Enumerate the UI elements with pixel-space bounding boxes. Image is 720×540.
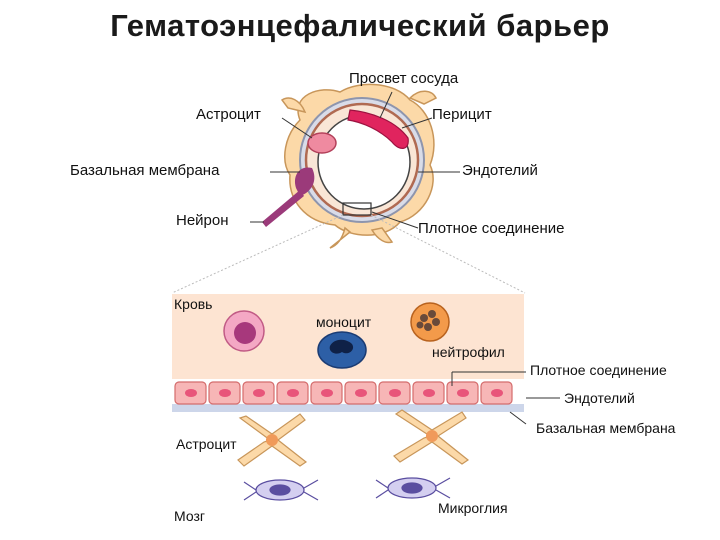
label-endothelium-top: Эндотелий <box>462 162 538 179</box>
label-tight-junction-top: Плотное соединение <box>418 220 565 237</box>
endothelial-cell-nucleus <box>253 389 265 397</box>
neutrophil-cell <box>410 302 450 342</box>
endothelial-cell-nucleus <box>355 389 367 397</box>
label-endothelium-detail: Эндотелий <box>564 390 635 406</box>
astrocyte-cell-right <box>393 409 470 465</box>
endothelial-cell-nucleus <box>287 389 299 397</box>
endothelial-nuclei <box>185 389 503 397</box>
endothelial-cell-nucleus <box>491 389 503 397</box>
tight-junction-box <box>342 202 372 216</box>
label-pericyte: Перицит <box>432 106 492 123</box>
page-title: Гематоэнцефалический барьер <box>110 8 610 43</box>
label-basal-membrane-detail: Базальная мембрана <box>536 420 676 436</box>
astrocyte-cell-left <box>237 413 308 467</box>
microglia-cell-left <box>243 479 319 501</box>
endothelial-nucleus <box>307 132 337 154</box>
label-brain: Мозг <box>174 508 205 524</box>
detail-panel <box>172 294 560 528</box>
label-tight-junction-detail: Плотное соединение <box>530 362 667 378</box>
label-neuron: Нейрон <box>176 212 229 229</box>
brain-region <box>172 410 524 528</box>
endothelial-cell-nucleus <box>457 389 469 397</box>
label-lumen: Просвет сосуда <box>349 70 459 87</box>
endothelial-cell-nucleus <box>219 389 231 397</box>
endothelial-cell-nucleus <box>389 389 401 397</box>
label-basal-membrane-top: Базальная мембрана <box>70 162 220 179</box>
neuron <box>262 167 315 227</box>
label-blood: Кровь <box>174 296 213 312</box>
label-astrocyte-detail: Астроцит <box>176 436 237 452</box>
microglia-cell-right <box>375 477 451 499</box>
label-neutrophil: нейтрофил <box>432 344 505 360</box>
detail-basal-membrane <box>172 404 524 412</box>
label-monocyte: моноцит <box>316 314 372 330</box>
label-microglia: Микроглия <box>438 500 508 516</box>
endothelial-cell-nucleus <box>185 389 197 397</box>
vessel-cross-section <box>171 83 526 294</box>
monocyte-cell <box>317 331 367 369</box>
erythrocyte-cell <box>223 310 265 352</box>
endothelial-cell-nucleus <box>423 389 435 397</box>
endothelial-cell-nucleus <box>321 389 333 397</box>
endothelial-cells <box>174 381 513 405</box>
label-astrocyte-top: Астроцит <box>196 106 261 123</box>
